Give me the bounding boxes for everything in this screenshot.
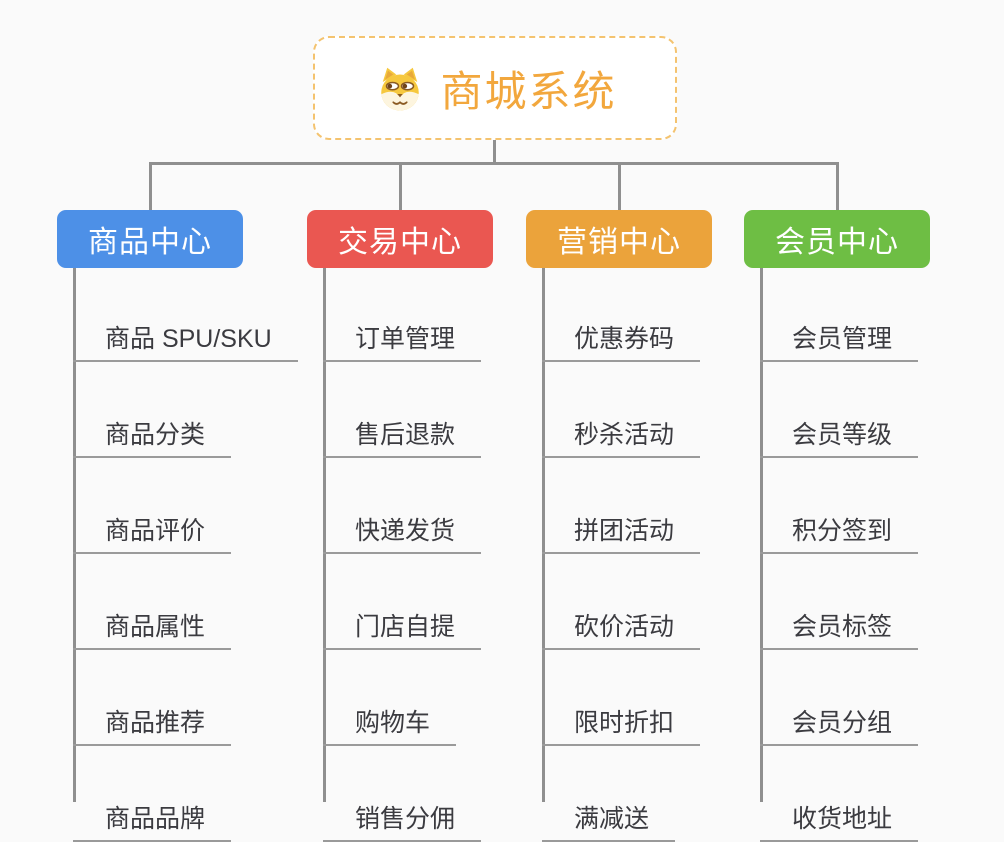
child-node[interactable]: 优惠券码 (542, 266, 701, 362)
connector-drop-line (398, 164, 402, 210)
child-label: 秒杀活动 (574, 421, 675, 449)
child-label: 销售分佣 (355, 805, 456, 833)
child-node[interactable]: 商品 SPU/SKU (73, 266, 298, 362)
child-label: 商品评价 (105, 517, 206, 545)
branch-spine-line (760, 268, 763, 802)
branch-spine-line (542, 268, 545, 802)
child-node[interactable]: 会员等级 (760, 362, 919, 458)
connector-drop-line (148, 164, 152, 210)
child-node[interactable]: 限时折扣 (542, 650, 701, 746)
connector-drop-line (617, 164, 621, 210)
child-label: 满减送 (574, 805, 650, 833)
child-label: 订单管理 (355, 325, 456, 353)
branch-children-column: 优惠券码 秒杀活动 拼团活动 砍价活动 限时折扣 满减送 (542, 266, 701, 842)
child-label: 砍价活动 (574, 613, 675, 641)
child-node[interactable]: 会员管理 (760, 266, 919, 362)
child-node[interactable]: 销售分佣 (323, 746, 482, 842)
child-node[interactable]: 满减送 (542, 746, 676, 842)
child-node[interactable]: 秒杀活动 (542, 362, 701, 458)
child-label: 售后退款 (355, 421, 456, 449)
branch-node-1[interactable]: 交易中心 (307, 210, 493, 268)
child-label: 限时折扣 (574, 709, 675, 737)
child-label: 会员分组 (792, 709, 893, 737)
root-title: 商城系统 (440, 67, 617, 115)
child-label: 积分签到 (792, 517, 893, 545)
child-node[interactable]: 售后退款 (323, 362, 482, 458)
child-node[interactable]: 商品分类 (73, 362, 232, 458)
branch-children-column: 会员管理 会员等级 积分签到 会员标签 会员分组 收货地址 (760, 266, 919, 842)
connector-bus-line (149, 162, 839, 165)
branch-label: 会员中心 (775, 226, 899, 259)
child-node[interactable]: 拼团活动 (542, 458, 701, 554)
child-node[interactable]: 砍价活动 (542, 554, 701, 650)
child-label: 会员等级 (792, 421, 893, 449)
child-label: 会员标签 (792, 613, 893, 641)
branch-children-column: 订单管理 售后退款 快递发货 门店自提 购物车 销售分佣 (323, 266, 482, 842)
branch-node-2[interactable]: 营销中心 (526, 210, 712, 268)
child-node[interactable]: 商品推荐 (73, 650, 232, 746)
child-label: 商品属性 (105, 613, 206, 641)
child-label: 商品推荐 (105, 709, 206, 737)
child-node[interactable]: 门店自提 (323, 554, 482, 650)
child-label: 商品 SPU/SKU (105, 325, 272, 353)
branch-node-0[interactable]: 商品中心 (57, 210, 243, 268)
child-label: 商品品牌 (105, 805, 206, 833)
child-label: 会员管理 (792, 325, 893, 353)
child-label: 购物车 (355, 709, 431, 737)
branch-spine-line (323, 268, 326, 802)
child-node[interactable]: 会员标签 (760, 554, 919, 650)
branch-label: 交易中心 (338, 226, 462, 259)
root-node-mall-system[interactable]: 商城系统 (313, 36, 677, 140)
child-node[interactable]: 商品品牌 (73, 746, 232, 842)
child-label: 收货地址 (792, 805, 893, 833)
child-node[interactable]: 积分签到 (760, 458, 919, 554)
child-label: 商品分类 (105, 421, 206, 449)
child-node[interactable]: 商品属性 (73, 554, 232, 650)
branch-node-3[interactable]: 会员中心 (744, 210, 930, 268)
child-label: 快递发货 (355, 517, 456, 545)
child-node[interactable]: 会员分组 (760, 650, 919, 746)
child-node[interactable]: 订单管理 (323, 266, 482, 362)
child-label: 优惠券码 (574, 325, 675, 353)
branch-spine-line (73, 268, 76, 802)
child-node[interactable]: 收货地址 (760, 746, 919, 842)
branch-label: 商品中心 (88, 226, 212, 259)
branch-label: 营销中心 (557, 226, 681, 259)
child-node[interactable]: 商品评价 (73, 458, 232, 554)
child-label: 门店自提 (355, 613, 456, 641)
child-label: 拼团活动 (574, 517, 675, 545)
child-node[interactable]: 快递发货 (323, 458, 482, 554)
shiba-dog-icon (373, 63, 427, 113)
connector-root-stub (493, 140, 496, 164)
branch-children-column: 商品 SPU/SKU 商品分类 商品评价 商品属性 商品推荐 商品品牌 (73, 266, 298, 842)
connector-drop-line (835, 164, 839, 210)
child-node[interactable]: 购物车 (323, 650, 457, 746)
